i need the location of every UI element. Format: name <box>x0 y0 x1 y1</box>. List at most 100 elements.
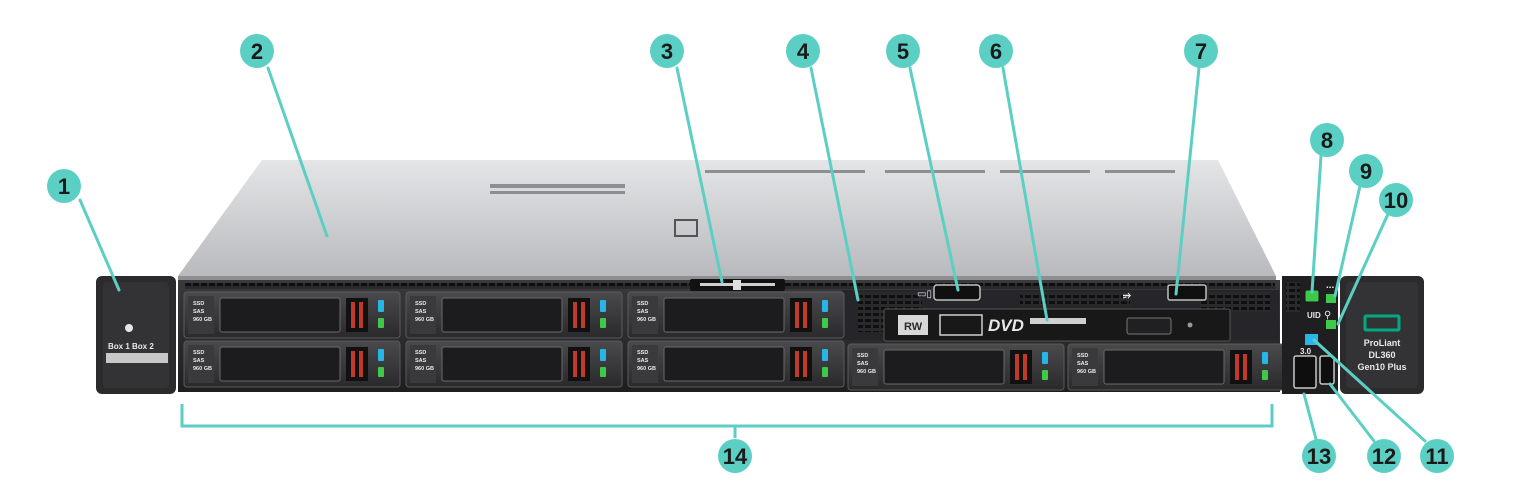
callout-number: 13 <box>1307 444 1331 469</box>
leader-6 <box>1001 66 1049 322</box>
drive-bay[interactable]: SSD SAS 960 GB <box>627 291 845 339</box>
drive-bay[interactable]: SSD SAS 960 GB <box>1067 343 1285 391</box>
drive-activity-led <box>600 300 606 312</box>
drive-label: SSD <box>193 301 204 307</box>
model-line-3: Gen10 Plus <box>1357 362 1406 372</box>
callout-2: 2 <box>240 34 274 68</box>
drive-label: SSD <box>415 350 426 356</box>
drive-label: SSD <box>1077 353 1088 359</box>
callout-number: 6 <box>990 39 1002 64</box>
leader-10 <box>1336 212 1390 326</box>
drive-activity-led <box>378 300 384 312</box>
display-port-icon: ▭▯ <box>917 289 932 300</box>
callout-number: 12 <box>1372 444 1396 469</box>
callout-1: 1 <box>47 169 81 203</box>
drive-label: SAS <box>637 309 649 315</box>
drive-status-led <box>378 367 384 377</box>
drive-activity-led <box>822 349 828 361</box>
model-line-2: DL360 <box>1368 350 1395 360</box>
health-icon: ⋯ <box>1326 283 1334 292</box>
leader-8 <box>1310 154 1323 294</box>
drive-bay[interactable]: SSD SAS 960 GB <box>183 291 401 339</box>
callout-number: 7 <box>1195 39 1207 64</box>
leader-9 <box>1333 184 1362 298</box>
callout-14: 14 <box>718 439 752 473</box>
optical-drive[interactable]: RW DVD <box>883 308 1231 342</box>
leader-13 <box>1302 392 1318 441</box>
left-rack-ear: Box 1 Box 2 <box>96 276 176 394</box>
leader-11 <box>1312 338 1427 443</box>
leader-lines <box>78 66 1427 443</box>
callout-number: 8 <box>1321 128 1333 153</box>
callout-number: 3 <box>661 39 673 64</box>
drive-bay[interactable]: SSD SAS 960 GB <box>405 340 623 388</box>
drive-label: SAS <box>415 358 427 364</box>
model-line-1: ProLiant <box>1364 338 1401 348</box>
drive-activity-led <box>378 349 384 361</box>
leader-5 <box>908 66 960 292</box>
callout-number: 10 <box>1384 188 1408 213</box>
drive-label: SSD <box>193 350 204 356</box>
rw-logo: RW <box>904 321 923 333</box>
callout-number: 9 <box>1360 159 1372 184</box>
latch-handle <box>674 219 698 237</box>
drive-label: 960 GB <box>637 317 656 323</box>
drive-label: 960 GB <box>415 366 434 372</box>
drive-label: 960 GB <box>193 317 212 323</box>
callout-number: 4 <box>797 39 810 64</box>
leader-4 <box>809 66 860 302</box>
drive-bracket <box>180 404 1274 428</box>
vent-right <box>1200 292 1270 312</box>
uid-label: UID <box>1307 311 1321 320</box>
lock-icon <box>125 324 133 332</box>
drive-label: 960 GB <box>857 369 876 375</box>
callout-9: 9 <box>1349 154 1383 188</box>
ilo-service-port[interactable] <box>1319 355 1335 385</box>
chassis-top-cover <box>178 160 1276 282</box>
nic-led <box>1326 320 1336 329</box>
control-panel: UID ⋯ ⚲ 3.0 <box>1282 276 1338 394</box>
drive-label: SAS <box>193 309 205 315</box>
callout-number: 5 <box>897 39 909 64</box>
drive-status-led <box>600 318 606 328</box>
vent-mid <box>1020 292 1130 306</box>
power-led <box>1305 334 1318 345</box>
drive-label: SAS <box>857 361 869 367</box>
drive-label: SAS <box>637 358 649 364</box>
drive-status-led <box>378 318 384 328</box>
callout-number: 2 <box>251 39 263 64</box>
drive-activity-led <box>600 349 606 361</box>
leader-7 <box>1174 66 1201 296</box>
drive-label: SSD <box>637 301 648 307</box>
drive-status-led <box>822 367 828 377</box>
drive-activity-led <box>1042 352 1048 364</box>
drive-bay[interactable]: SSD SAS 960 GB <box>847 343 1065 391</box>
callout-11: 11 <box>1420 439 1454 473</box>
drive-label: SAS <box>1077 361 1089 367</box>
callout-10: 10 <box>1379 183 1413 217</box>
display-port[interactable]: ▭▯ <box>917 284 981 301</box>
drive-label: SAS <box>193 358 205 364</box>
drive-label: 960 GB <box>637 366 656 372</box>
drive-label: SSD <box>857 353 868 359</box>
leader-2 <box>266 66 329 238</box>
drive-label: 960 GB <box>1077 369 1096 375</box>
callout-number: 14 <box>723 444 748 469</box>
callout-3: 3 <box>650 34 684 68</box>
usb-3-port[interactable] <box>1293 355 1317 389</box>
callout-number: 1 <box>58 174 70 199</box>
callout-6: 6 <box>979 34 1013 68</box>
drive-activity-led <box>1262 352 1268 364</box>
leader-12 <box>1328 382 1376 443</box>
hpe-logo <box>1363 314 1401 332</box>
drive-label: SAS <box>415 309 427 315</box>
callout-5: 5 <box>886 34 920 68</box>
usb-version-label: 3.0 <box>1300 347 1312 356</box>
usb-icon: ⭌ <box>1122 290 1132 301</box>
dvd-logo: DVD <box>988 316 1024 335</box>
